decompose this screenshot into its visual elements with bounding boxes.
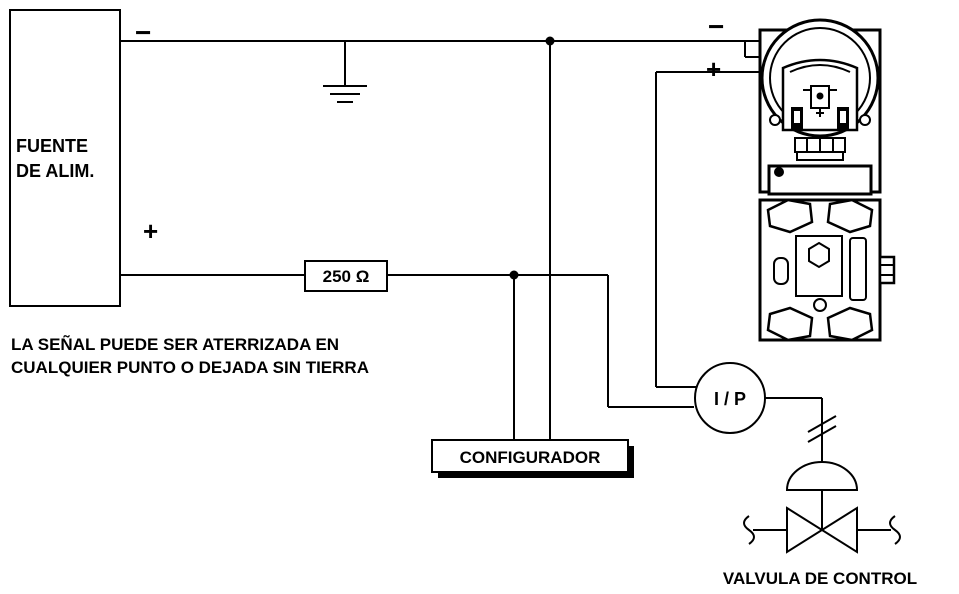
resistor-box: [304, 260, 388, 292]
control-valve-icon: [743, 461, 901, 554]
pneumatic-line: [765, 397, 837, 462]
resistor: 250 Ω: [304, 260, 388, 292]
power-supply-box: [9, 9, 121, 307]
power-supply-minus-sign: −: [135, 17, 151, 48]
ip-converter: I / P: [694, 362, 766, 434]
note-line2: CUALQUIER PUNTO O DEJADA SIN TIERRA: [11, 358, 369, 377]
configurator: CONFIGURADOR: [431, 439, 634, 478]
power-supply-label-line1: FUENTE: [16, 136, 88, 156]
control-valve-label: VALVULA DE CONTROL: [723, 569, 917, 588]
power-supply-label-line2: DE ALIM.: [16, 161, 94, 181]
transmitter-minus-sign: −: [708, 11, 724, 42]
configurator-label: CONFIGURADOR: [460, 448, 601, 467]
transmitter-positive-wire: [655, 71, 760, 388]
ip-converter-label: I / P: [714, 389, 746, 409]
power-supply-plus-sign: +: [143, 216, 158, 246]
resistor-label: 250 Ω: [323, 267, 370, 286]
negative-wire: [120, 40, 760, 58]
pressure-transmitter-icon: [758, 18, 896, 342]
transmitter-plus-sign: +: [706, 54, 721, 84]
note-line1: LA SEÑAL PUEDE SER ATERRIZADA EN: [11, 334, 339, 354]
configurator-box: [431, 439, 629, 473]
ground-icon: [323, 41, 367, 103]
power-supply: FUENTE DE ALIM. − +: [9, 9, 158, 307]
